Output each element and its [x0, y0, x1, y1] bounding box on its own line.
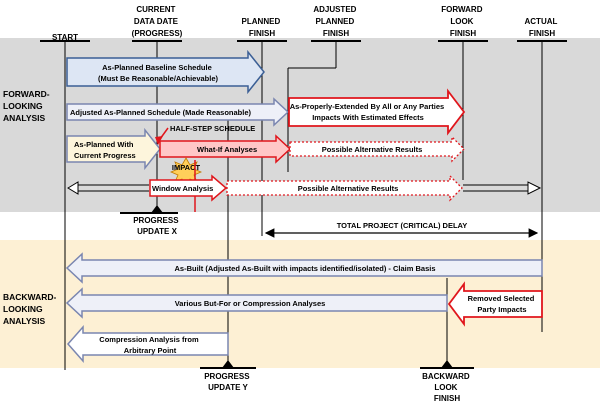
milestone-planned-finish: PLANNED FINISH [242, 17, 283, 38]
svg-text:BACKWARD LOOK FINI: BACKWARD LOOK FINISH [422, 372, 472, 403]
as-planned-with-progress-bar: As-Planned With Current Progress [66, 127, 161, 171]
svg-text:Compression Analysis from: Compression Analysis from Arbitrary Poin… [99, 335, 200, 355]
progress-update-x-marker: PROGRESS UPDATE X [120, 205, 181, 236]
svg-text:Various But-For or Compression: Various But-For or Compression Analyses [175, 299, 326, 308]
removed-party-impacts-bar: Removed Selected Party Impacts [447, 281, 543, 327]
half-step-arrow [155, 127, 169, 145]
compression-bar: Compression Analysis from Arbitrary Poin… [66, 325, 229, 363]
possible-alternative-results-2: Possible Alternative Results [226, 174, 463, 202]
as-planned-baseline-bar: As-Planned Baseline Schedule (Must Be Re… [66, 49, 265, 95]
svg-text:PROGRESS UPDATE X: PROGRESS UPDATE X [133, 216, 181, 236]
backward-look-finish-marker: BACKWARD LOOK FINISH [420, 360, 474, 403]
milestone-current-data-date: CURRENT DATA DATE (PROGRESS) [132, 5, 183, 38]
as-built-bar: As-Built (Adjusted As-Built with impacts… [65, 252, 543, 284]
forward-looking-label: FORWARD- LOOKING ANALYSIS [3, 89, 52, 123]
what-if-bar: What-If Analyses [159, 134, 292, 164]
svg-text:Possible Alternative Results: Possible Alternative Results [322, 145, 423, 154]
svg-text:PROGRESS UPDATE Y: PROGRESS UPDATE Y [204, 372, 252, 392]
window-double-arrow [67, 181, 542, 195]
half-step-label: HALF-STEP SCHEDULE [170, 124, 255, 133]
svg-text:As-Planned Baseline Schedule: As-Planned Baseline Schedule (Must Be Re… [98, 63, 219, 83]
milestone-forward-look-finish: FORWARD LOOK FINISH [441, 5, 484, 38]
svg-text:As-Planned With Current: As-Planned With Current Progress [74, 140, 136, 160]
possible-alternative-results-1: Possible Alternative Results [289, 135, 465, 163]
svg-text:Possible Alternative Results: Possible Alternative Results [298, 184, 399, 193]
svg-text:Removed Selected Party I: Removed Selected Party Impacts [468, 294, 537, 314]
progress-update-y-marker: PROGRESS UPDATE Y [200, 360, 256, 392]
adjusted-as-planned-bar: Adjusted As-Planned Schedule (Made Reaso… [66, 97, 290, 127]
svg-text:What-If Analyses: What-If Analyses [197, 145, 257, 154]
svg-text:TOTAL PROJECT (CRITICAL) DELAY: TOTAL PROJECT (CRITICAL) DELAY [337, 221, 468, 230]
as-properly-extended-bar: As-Properly-Extended By All or Any Parti… [288, 88, 466, 136]
total-project-delay: TOTAL PROJECT (CRITICAL) DELAY [264, 221, 539, 238]
svg-text:Adjusted As-Planned Schedule (: Adjusted As-Planned Schedule (Made Reaso… [70, 108, 252, 117]
milestone-actual-finish: ACTUAL FINISH [525, 17, 560, 38]
svg-text:As-Built (Adjusted As-Built wi: As-Built (Adjusted As-Built with impacts… [175, 264, 436, 273]
but-for-bar: Various But-For or Compression Analyses [65, 287, 448, 319]
window-analysis-bar: Window Analysis [149, 174, 228, 202]
svg-text:As-Properly-Extended By All or: As-Properly-Extended By All or Any Parti… [290, 102, 447, 122]
svg-text:IMPACT: IMPACT [172, 163, 201, 172]
milestone-start: START [52, 33, 78, 42]
svg-text:Window Analysis: Window Analysis [152, 184, 213, 193]
milestone-adjusted-planned-finish: ADJUSTED PLANNED FINISH [313, 5, 358, 38]
backward-looking-label: BACKWARD- LOOKING ANALYSIS [3, 292, 59, 326]
